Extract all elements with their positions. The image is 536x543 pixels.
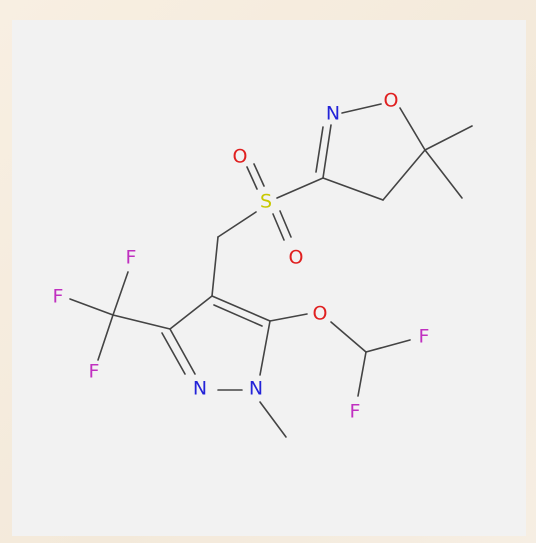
bond-c3-s: [276, 177, 324, 199]
bond-o-c5: [399, 107, 426, 151]
bond-ch2-c4: [211, 236, 219, 297]
bond-s-o-bottom-a: [272, 213, 285, 241]
bond-cf3-f-top: [112, 271, 129, 316]
bond-c5-o: [269, 313, 308, 322]
atom-f-right: F: [419, 326, 430, 348]
bond-methyl-2: [424, 149, 463, 199]
bond-c5-c4: [382, 149, 426, 201]
bond-n2-c3-double: [161, 332, 186, 375]
bond-s-o-top-b: [253, 163, 265, 187]
bond-cf3-f-bottom: [97, 314, 114, 361]
bond-c3-cf3: [112, 314, 171, 330]
bond-c3-c4: [169, 295, 213, 330]
atom-f-bottom: F: [89, 361, 100, 383]
structure-panel: [12, 20, 526, 536]
atom-o-ether: O: [313, 303, 328, 325]
bond-n1-methyl: [259, 401, 287, 438]
bond-n2-c3: [169, 328, 196, 375]
bond-c4-c5: [211, 295, 271, 322]
bond-cf3-f-left: [69, 298, 114, 316]
bond-c3-n: [322, 124, 332, 179]
bond-s-ch2: [217, 211, 257, 238]
atom-o-sulfonyl-bottom: O: [289, 247, 304, 269]
bond-s-o-bottom-b: [279, 210, 292, 238]
bond-c4-c3: [322, 177, 384, 201]
atom-o-isoxazoline: O: [384, 90, 399, 112]
bond-methyl-1: [424, 125, 473, 151]
atom-n-pyrazole-1: N: [249, 378, 263, 400]
bond-chf2-f-lower: [357, 351, 367, 397]
bond-o-chf2: [330, 321, 367, 353]
atom-f-lower: F: [350, 401, 361, 423]
atom-n-pyrazole-2: N: [193, 378, 207, 400]
bond-c5-n1: [259, 320, 271, 376]
atom-f-left: F: [53, 286, 64, 308]
atom-f-top: F: [126, 247, 137, 269]
bond-c3-n-double: [315, 126, 324, 173]
bond-n-o: [341, 103, 382, 114]
bond-chf2-f-right: [365, 339, 411, 353]
atom-n-isoxazoline: N: [326, 103, 340, 125]
atom-s-sulfonyl: S: [260, 191, 272, 213]
atom-labels: N O O S O F F F O N N F F: [53, 90, 430, 423]
bond-s-o-top-a: [246, 166, 258, 190]
bonds: [69, 103, 473, 438]
atom-o-sulfonyl-top: O: [233, 146, 248, 168]
bond-c4-c5-double: [213, 304, 263, 327]
